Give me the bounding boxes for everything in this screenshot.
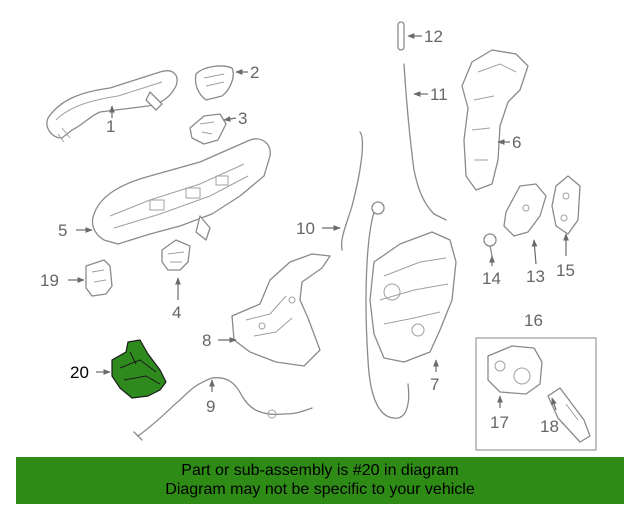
part-2-handle-cap[interactable] — [194, 65, 234, 101]
part-4-latch-piece[interactable] — [161, 239, 191, 271]
part-11-long-rod[interactable] — [403, 63, 447, 221]
callout-3: 3 — [238, 109, 247, 128]
part-6-lock-bracket[interactable] — [461, 49, 529, 191]
part-5-handle-carrier[interactable] — [91, 138, 271, 245]
part-10-rod[interactable] — [340, 131, 364, 251]
part-18-key[interactable] — [547, 387, 591, 443]
callout-4: 4 — [172, 303, 181, 322]
group-16-box — [475, 337, 597, 451]
callout-19: 19 — [40, 271, 59, 290]
callout-17: 17 — [490, 413, 509, 432]
callout-9: 9 — [206, 397, 215, 416]
banner-line-2: Diagram may not be specific to your vehi… — [165, 481, 475, 498]
callout-13: 13 — [526, 267, 545, 286]
part-20-highlighted[interactable] — [111, 339, 167, 399]
callout-18: 18 — [540, 417, 559, 436]
part-19-bracket[interactable] — [85, 259, 113, 297]
leader-lines — [68, 33, 569, 411]
callout-5: 5 — [58, 221, 67, 240]
part-15-plate[interactable] — [551, 175, 581, 235]
part-1-outer-handle[interactable] — [46, 70, 178, 143]
callout-6: 6 — [512, 133, 521, 152]
callout-11: 11 — [430, 85, 448, 104]
callout-20: 20 — [70, 363, 89, 382]
part-9-cable[interactable] — [133, 377, 313, 441]
callout-7: 7 — [430, 375, 439, 394]
info-banner: Part or sub-assembly is #20 in diagram D… — [16, 457, 624, 504]
part-3-clip[interactable] — [189, 113, 227, 145]
part-7-door-latch[interactable] — [365, 201, 457, 419]
part-13-striker[interactable] — [503, 183, 547, 237]
callout-labels: 1 2 3 4 5 6 7 8 9 10 11 12 13 14 15 16 1… — [40, 27, 575, 436]
banner-line-1: Part or sub-assembly is #20 in diagram — [181, 462, 459, 479]
part-17-lock-cylinder[interactable] — [487, 345, 543, 395]
callout-10: 10 — [296, 219, 315, 238]
part-14-bolt[interactable] — [483, 233, 497, 257]
part-8-mounting-bracket[interactable] — [231, 253, 331, 367]
parts-diagram: 1 2 3 4 5 6 7 8 9 10 11 12 13 14 15 16 1… — [40, 21, 597, 451]
callout-1: 1 — [106, 117, 115, 136]
callout-16: 16 — [524, 311, 543, 330]
callout-15: 15 — [556, 261, 575, 280]
callout-2: 2 — [250, 63, 259, 82]
callout-8: 8 — [202, 331, 211, 350]
part-12-pin[interactable] — [397, 21, 405, 51]
callout-14: 14 — [482, 269, 501, 288]
callout-12: 12 — [424, 27, 443, 46]
